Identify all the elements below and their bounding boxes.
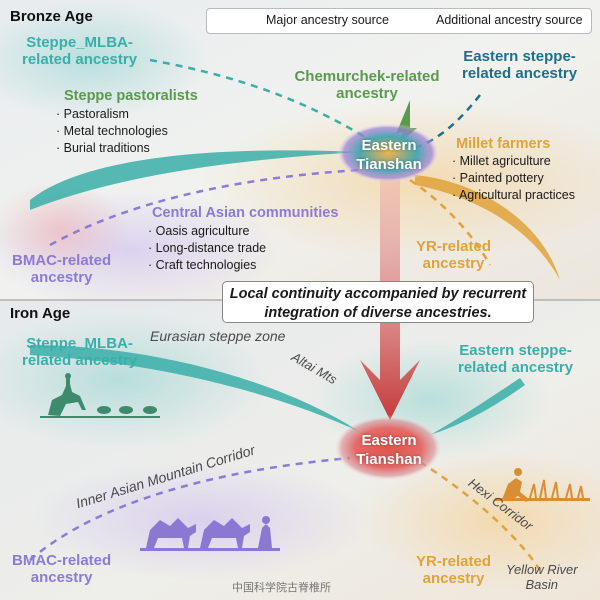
iron-yr-label: YR-related ancestry (416, 553, 492, 588)
bronze-yr-flow (409, 178, 492, 266)
list-item: Pastoralism (56, 106, 168, 123)
list-item: Long-distance trade (148, 240, 267, 257)
iron-steppe-mlba-flow (30, 345, 360, 432)
list-item: Burial traditions (56, 140, 168, 157)
bronze-steppe-mlba-label: Steppe_MLBA- related ancestry (22, 34, 138, 69)
bronze-steppe-pastoralist-flow (30, 150, 360, 210)
iron-eastern-steppe-label: Eastern steppe- related ancestry (458, 342, 574, 377)
watermark: 中国科学院古脊椎所 (232, 582, 331, 594)
yellow-river-label: Yellow River Basin (506, 562, 578, 592)
iron-bmac-flow (29, 456, 351, 561)
bronze-yr-label: YR-related ancestry (416, 238, 492, 273)
iron-eastern-steppe-flow (430, 378, 525, 435)
bronze-steppe-mlba-flow (149, 58, 371, 142)
farmer-silhouette (495, 468, 590, 502)
list-item: Oasis agriculture (148, 223, 266, 240)
iron-hub-label: Eastern Tianshan (356, 432, 422, 468)
list-item: Painted pottery (452, 170, 575, 187)
eurasian-steppe-zone-label: Eurasian steppe zone (150, 328, 286, 344)
list-item: Agricultural practices (452, 187, 575, 204)
herder-silhouette (40, 373, 160, 418)
central-asian-title: Central Asian communities (152, 205, 339, 221)
list-item: Craft technologies (148, 257, 266, 274)
bronze-eastern-steppe-label: Eastern steppe- related ancestry (462, 48, 578, 83)
bronze-hub-glow (336, 123, 440, 183)
iron-yr-flow (419, 460, 542, 571)
legend (206, 8, 592, 34)
central-asian-list: Oasis agriculture Long-distance trade Cr… (148, 223, 267, 274)
bronze-bmac-flow (49, 168, 361, 247)
iron-age-title: Iron Age (10, 305, 71, 322)
iron-steppe-mlba-label: Steppe_MLBA- related ancestry (22, 335, 138, 370)
legend-major-label: Major ancestry source (266, 13, 389, 27)
bronze-hub-label: Eastern Tianshan (356, 137, 422, 173)
bronze-age-title: Bronze Age (10, 8, 93, 25)
iron-hub-glow (333, 415, 443, 481)
millet-farmers-list: Millet agriculture Painted pottery Agric… (452, 153, 575, 204)
iron-bmac-label: BMAC-related ancestry (12, 552, 112, 587)
bronze-chemurchek-label: Chemurchek-related ancestry (294, 68, 440, 103)
bronze-millet-flow (415, 175, 560, 280)
steppe-pastoralists-title: Steppe pastoralists (64, 88, 198, 104)
list-item: Metal technologies (56, 123, 168, 140)
list-item: Millet agriculture (452, 153, 575, 170)
camel-caravan-silhouette (140, 516, 280, 551)
millet-farmers-title: Millet farmers (456, 136, 551, 152)
bronze-bmac-label: BMAC-related ancestry (12, 252, 112, 287)
legend-additional-label: Additional ancestry source (436, 13, 583, 27)
steppe-pastoralists-list: Pastoralism Metal technologies Burial tr… (56, 106, 168, 157)
center-message: Local continuity accompanied by recurren… (222, 281, 534, 323)
